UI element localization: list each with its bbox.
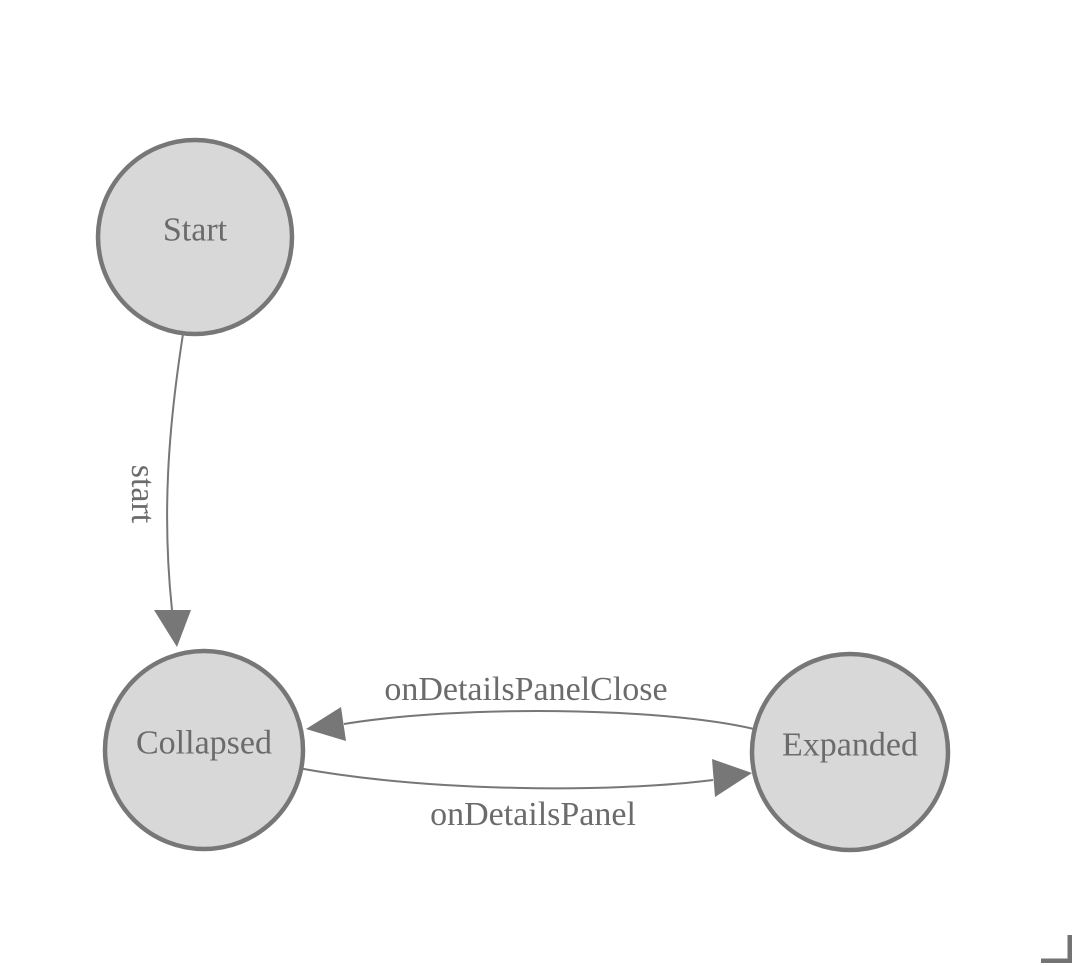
corner-mark-horizontal [1041,958,1072,963]
state-circle-expanded [749,651,951,853]
transition-label-ondetailspanelclose[interactable]: onDetailsPanelClose [384,671,667,708]
transition-close-path [343,710,755,730]
canvas-resize-corner [1041,935,1072,963]
state-node-expanded[interactable]: Expanded [749,651,951,853]
state-node-start[interactable]: Start [95,137,295,337]
transition-expanded-to-collapsed: onDetailsPanelClose [306,671,755,741]
transition-start-to-collapsed: start [124,333,191,647]
transition-label-ondetailspanel[interactable]: onDetailsPanel [430,796,636,833]
transition-label-start[interactable]: start [124,465,161,524]
state-circle-start [95,137,295,337]
arrowhead-start-to-collapsed [154,610,191,647]
state-circle-collapsed [102,648,306,852]
state-label-collapsed: Collapsed [136,724,272,761]
state-label-start: Start [163,211,228,248]
arrowhead-expanded-to-collapsed [306,707,346,741]
arrowhead-collapsed-to-expanded [712,759,752,797]
transition-open-path [297,767,714,790]
transition-collapsed-to-expanded: onDetailsPanel [297,759,752,833]
corner-mark-vertical [1067,935,1072,963]
state-node-collapsed[interactable]: Collapsed [102,648,306,852]
transition-start-path [166,333,184,611]
state-label-expanded: Expanded [782,726,918,763]
